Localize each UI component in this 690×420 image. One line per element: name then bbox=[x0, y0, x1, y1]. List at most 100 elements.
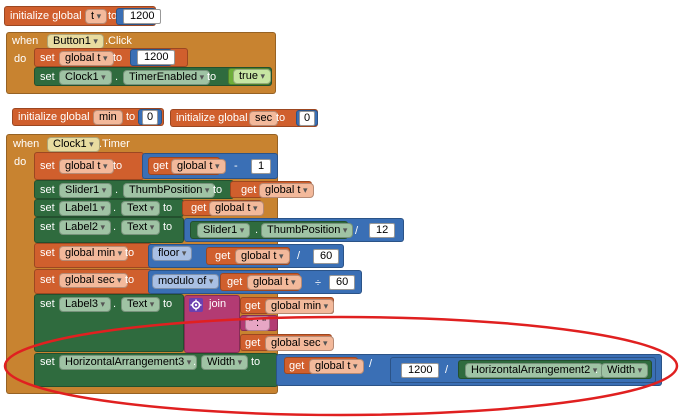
value-1200-block[interactable]: 1200 bbox=[130, 49, 176, 66]
true-block[interactable]: true bbox=[228, 68, 271, 85]
t-value-block[interactable]: 1200 bbox=[116, 8, 162, 25]
get-global-min-block[interactable]: get global min bbox=[240, 297, 335, 314]
event-name-click: .Click bbox=[105, 35, 132, 47]
set-horizontalarrangement3-width-statement[interactable]: set HorizontalArrangement3 . Width to bbox=[34, 353, 278, 387]
to-label: to bbox=[251, 356, 261, 368]
property-dropdown-text[interactable]: Text bbox=[121, 220, 161, 235]
get-var-dropdown[interactable]: global t bbox=[247, 275, 302, 290]
get-var-dropdown[interactable]: global min bbox=[265, 299, 335, 314]
property-dropdown-thumbposition[interactable]: ThumbPosition bbox=[123, 183, 216, 198]
divide-number-1200[interactable]: 1200 bbox=[401, 363, 440, 378]
get-global-t-block[interactable]: get global t bbox=[284, 357, 364, 374]
get-global-t-block[interactable]: get global t bbox=[148, 157, 226, 175]
set-var-dropdown[interactable]: global min bbox=[59, 246, 129, 261]
set-label: set bbox=[40, 356, 55, 368]
get-var-dropdown[interactable]: global t bbox=[259, 183, 314, 198]
component-dropdown-label2[interactable]: Label2 bbox=[59, 220, 112, 235]
component-dropdown-label1[interactable]: Label1 bbox=[59, 201, 112, 216]
dot-label: . bbox=[113, 202, 117, 214]
to-label: to bbox=[108, 10, 118, 22]
set-global-sec-statement[interactable]: set global sec to bbox=[34, 269, 152, 294]
set-global-t-statement[interactable]: set global t to bbox=[34, 152, 144, 180]
modulo-dropdown[interactable]: modulo of bbox=[152, 274, 220, 289]
init-global-label: initialize global bbox=[18, 111, 90, 123]
property-dropdown-text[interactable]: Text bbox=[121, 297, 161, 312]
horizontalarrangement2-width-getter[interactable]: HorizontalArrangement2 . Width bbox=[458, 360, 652, 379]
get-var-dropdown[interactable]: global sec bbox=[265, 336, 334, 351]
join-label: join bbox=[209, 298, 227, 310]
floor-dropdown[interactable]: floor bbox=[152, 246, 193, 261]
slider1-thumbposition-getter[interactable]: Slider1 . ThumbPosition bbox=[190, 221, 354, 239]
init-global-sec-block[interactable]: initialize global sec to bbox=[170, 109, 318, 127]
set-slider1-thumbposition-statement[interactable]: set Slider1 . ThumbPosition to bbox=[34, 180, 234, 199]
divide-operator: ÷ bbox=[315, 277, 322, 289]
min-value-number[interactable]: 0 bbox=[142, 110, 159, 125]
get-global-t-block[interactable]: get global t bbox=[206, 247, 290, 265]
divide-number[interactable]: 12 bbox=[369, 223, 396, 238]
set-var-dropdown[interactable]: global sec bbox=[59, 273, 128, 288]
global-name-min[interactable]: min bbox=[93, 110, 123, 125]
join-block[interactable]: join bbox=[184, 295, 240, 353]
event-component-button1[interactable]: Button1 bbox=[47, 34, 104, 49]
set-label: set bbox=[40, 160, 55, 172]
set-label: set bbox=[40, 52, 55, 64]
get-global-t-block[interactable]: get global t bbox=[182, 200, 264, 216]
component-dropdown-horizontalarrangement3[interactable]: HorizontalArrangement3 bbox=[59, 355, 198, 370]
component-dropdown-clock1[interactable]: Clock1 bbox=[59, 70, 112, 85]
set-label: set bbox=[40, 202, 55, 214]
t-value-number[interactable]: 1200 bbox=[123, 9, 162, 24]
sec-value-block[interactable]: 0 bbox=[296, 110, 318, 126]
get-global-sec-block[interactable]: get global sec bbox=[240, 334, 334, 351]
dot-label: . bbox=[113, 298, 117, 310]
set-label: set bbox=[40, 71, 55, 83]
get-global-t-block[interactable]: get global t bbox=[220, 273, 302, 291]
set-global-min-statement[interactable]: set global min to bbox=[34, 243, 152, 268]
get-var-dropdown[interactable]: global t bbox=[171, 159, 226, 174]
get-label: get bbox=[191, 202, 207, 214]
set-var-dropdown[interactable]: global t bbox=[59, 51, 114, 66]
minus-operator: - bbox=[234, 160, 238, 172]
get-label: get bbox=[153, 160, 169, 172]
string-colon-block[interactable]: " : " bbox=[240, 315, 278, 331]
global-name-t[interactable]: t bbox=[85, 9, 108, 24]
divide-operator: / bbox=[297, 250, 301, 262]
init-global-min-block[interactable]: initialize global min to bbox=[12, 108, 164, 126]
dot-label: . bbox=[115, 184, 119, 196]
property-dropdown-width[interactable]: Width bbox=[601, 363, 649, 378]
min-value-block[interactable]: 0 bbox=[138, 109, 162, 125]
component-dropdown-slider1[interactable]: Slider1 bbox=[59, 183, 113, 198]
set-label: set bbox=[40, 184, 55, 196]
divide-operator: / bbox=[355, 225, 359, 237]
set-label: set bbox=[40, 221, 55, 233]
event-name-timer: .Timer bbox=[99, 138, 130, 150]
sec-value-number[interactable]: 0 bbox=[299, 111, 316, 126]
set-label3-text-statement[interactable]: set Label3 . Text to bbox=[34, 294, 184, 352]
property-dropdown-timerenabled[interactable]: TimerEnabled bbox=[123, 70, 211, 85]
component-dropdown-slider1[interactable]: Slider1 bbox=[197, 223, 251, 238]
component-dropdown-label3[interactable]: Label3 bbox=[59, 297, 112, 312]
value-1200-number[interactable]: 1200 bbox=[137, 50, 176, 65]
gear-icon[interactable] bbox=[189, 298, 203, 312]
string-colon-field[interactable]: " : " bbox=[245, 316, 270, 331]
divide-operator-inner: / bbox=[445, 364, 449, 376]
get-var-dropdown[interactable]: global t bbox=[209, 201, 264, 216]
divide-number[interactable]: 60 bbox=[313, 249, 340, 264]
get-var-dropdown[interactable]: global t bbox=[235, 249, 290, 264]
get-global-t-block[interactable]: get global t bbox=[230, 181, 314, 198]
subtract-number[interactable]: 1 bbox=[251, 159, 272, 174]
get-var-dropdown[interactable]: global t bbox=[309, 359, 364, 374]
set-label1-text-statement[interactable]: set Label1 . Text to bbox=[34, 199, 184, 217]
set-clock1-timerenabled-statement[interactable]: set Clock1 . TimerEnabled to bbox=[34, 67, 272, 86]
event-component-clock1[interactable]: Clock1 bbox=[47, 137, 100, 152]
component-dropdown-horizontalarrangement2[interactable]: HorizontalArrangement2 bbox=[465, 363, 604, 378]
true-dropdown[interactable]: true bbox=[233, 69, 271, 84]
set-label: set bbox=[40, 274, 55, 286]
divide-number[interactable]: 60 bbox=[329, 275, 356, 290]
to-label: to bbox=[163, 202, 173, 214]
global-name-sec[interactable]: sec bbox=[249, 111, 279, 126]
set-var-dropdown[interactable]: global t bbox=[59, 159, 114, 174]
property-dropdown-thumbposition[interactable]: ThumbPosition bbox=[261, 223, 354, 238]
set-label2-text-statement[interactable]: set Label2 . Text to bbox=[34, 217, 184, 243]
property-dropdown-width[interactable]: Width bbox=[201, 355, 249, 370]
property-dropdown-text[interactable]: Text bbox=[121, 201, 161, 216]
